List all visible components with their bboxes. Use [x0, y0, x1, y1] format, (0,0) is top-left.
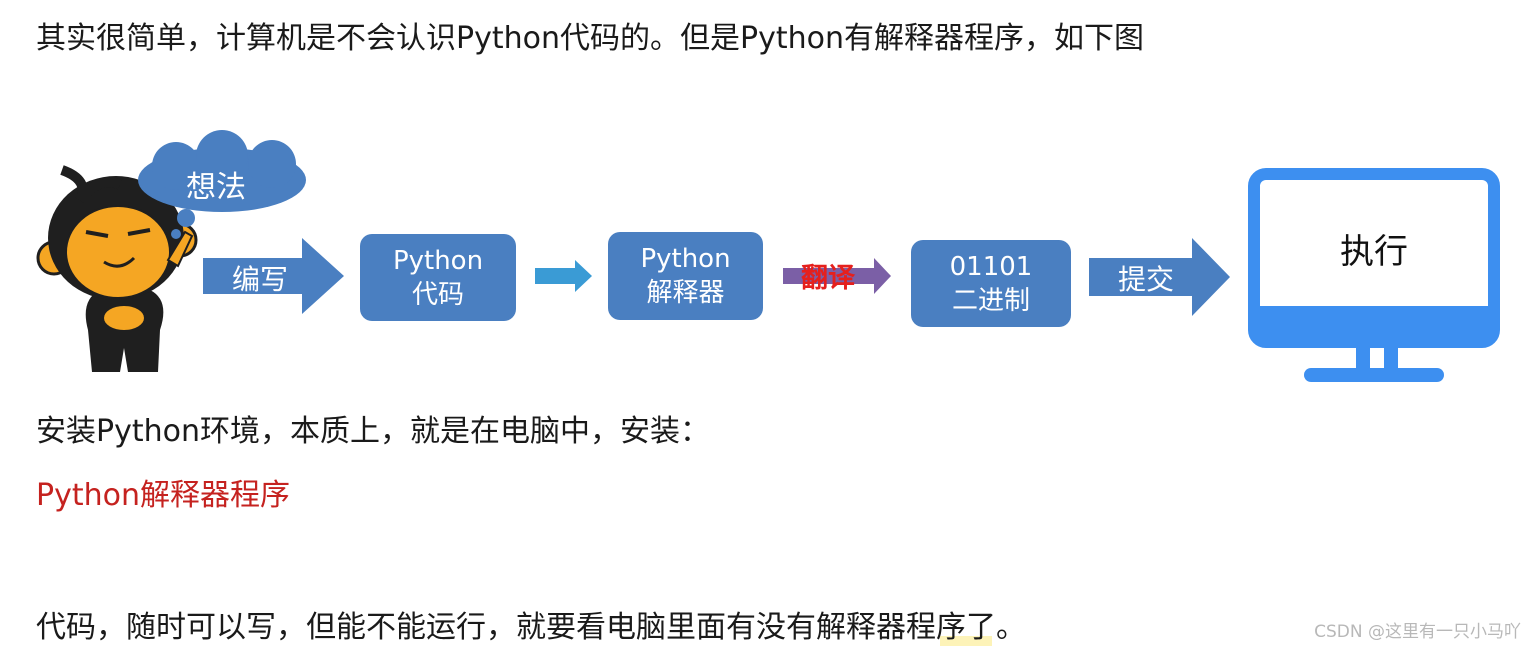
- small-arrow-icon: [535, 260, 592, 292]
- submit-arrow-icon: [1089, 238, 1230, 316]
- text-highlight-mark: [940, 636, 992, 646]
- install-text: 安装Python环境，本质上，就是在电脑中，安装：: [36, 414, 710, 449]
- python-interpreter-box: Python 解释器: [608, 232, 763, 320]
- monkey-character-icon: [36, 165, 198, 372]
- thought-cloud-icon: [138, 130, 306, 239]
- conclusion-text: 代码，随时可以写，但能不能运行，就要看电脑里面有没有解释器程序了。: [36, 610, 1026, 645]
- binary-box: 01101 二进制: [911, 240, 1071, 327]
- interpreter-box-line2: 解释器: [646, 278, 725, 308]
- write-arrow-icon: [203, 238, 344, 314]
- translate-arrow-icon: [783, 258, 891, 294]
- python-code-box: Python 代码: [360, 234, 516, 321]
- execute-label: 执行: [1340, 232, 1408, 272]
- code-box-line2: 代码: [411, 279, 464, 310]
- binary-box-line2: 二进制: [951, 285, 1030, 316]
- csdn-watermark: CSDN @这里有一只小马吖: [1314, 622, 1521, 642]
- interpreter-highlight-text: Python解释器程序: [36, 478, 290, 513]
- interpreter-box-line1: Python: [640, 244, 731, 274]
- submit-label: 提交: [1118, 263, 1175, 296]
- write-label: 编写: [232, 263, 289, 296]
- translate-label: 翻译: [801, 263, 855, 294]
- intro-text: 其实很简单，计算机是不会认识Python代码的。但是Python有解释器程序，如…: [36, 21, 1144, 56]
- thought-label: 想法: [186, 170, 246, 205]
- code-box-line1: Python: [392, 245, 484, 276]
- monitor-icon: [1248, 168, 1500, 382]
- binary-box-line1: 01101: [949, 251, 1033, 282]
